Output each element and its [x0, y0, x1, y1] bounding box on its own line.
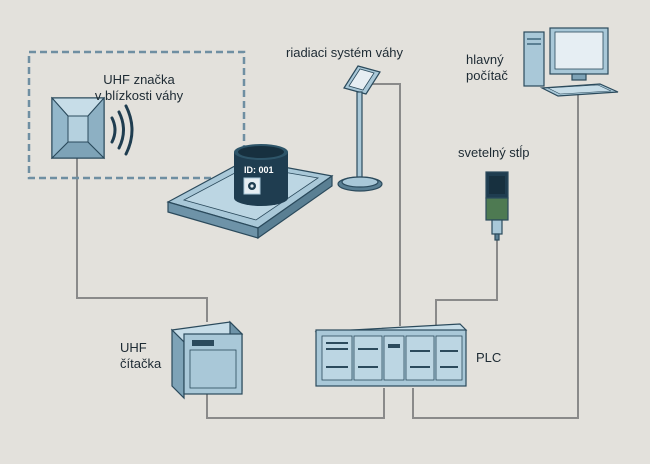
- host-computer-label: hlavný počítač: [466, 52, 508, 84]
- signal-tower-label: svetelný stĺp: [458, 145, 530, 160]
- wire-reader-to-plc: [206, 388, 385, 419]
- signal-tower-icon: [485, 171, 509, 241]
- wire-tag-to-reader: [76, 158, 208, 322]
- radio-waves-icon: [110, 104, 134, 156]
- rfid-tag-icon: [50, 96, 106, 160]
- scale-control-label: riadiaci systém váhy: [286, 45, 404, 60]
- uhf-tag-label-line1: UHF značka: [103, 72, 175, 87]
- uhf-reader-label-line2: čítačka: [120, 356, 162, 371]
- wire-tower-to-plc: [435, 240, 498, 326]
- drum-id-label: ID: 001: [244, 165, 274, 175]
- scale-terminal-icon: [337, 65, 383, 192]
- host-computer-label-line2: počítač: [466, 68, 508, 83]
- uhf-tag-label: UHF značka v blízkosti váhy: [64, 72, 214, 104]
- host-computer-label-line1: hlavný: [466, 52, 504, 67]
- plc-icon: [314, 323, 468, 387]
- uhf-reader-label: UHF čítačka: [120, 340, 161, 372]
- rfid-reader-icon: [170, 320, 244, 400]
- connection-lines: [76, 83, 579, 419]
- wire-terminal-to-plc: [372, 83, 401, 326]
- wire-computer-to-plc: [412, 95, 579, 419]
- uhf-tag-label-line2: v blízkosti váhy: [94, 88, 184, 103]
- computer-icon: [523, 27, 619, 97]
- plc-label: PLC: [476, 350, 502, 365]
- tag-zone-border: [27, 50, 246, 180]
- drum-container-icon: ID: 001: [234, 144, 288, 206]
- uhf-reader-label-line1: UHF: [120, 340, 147, 355]
